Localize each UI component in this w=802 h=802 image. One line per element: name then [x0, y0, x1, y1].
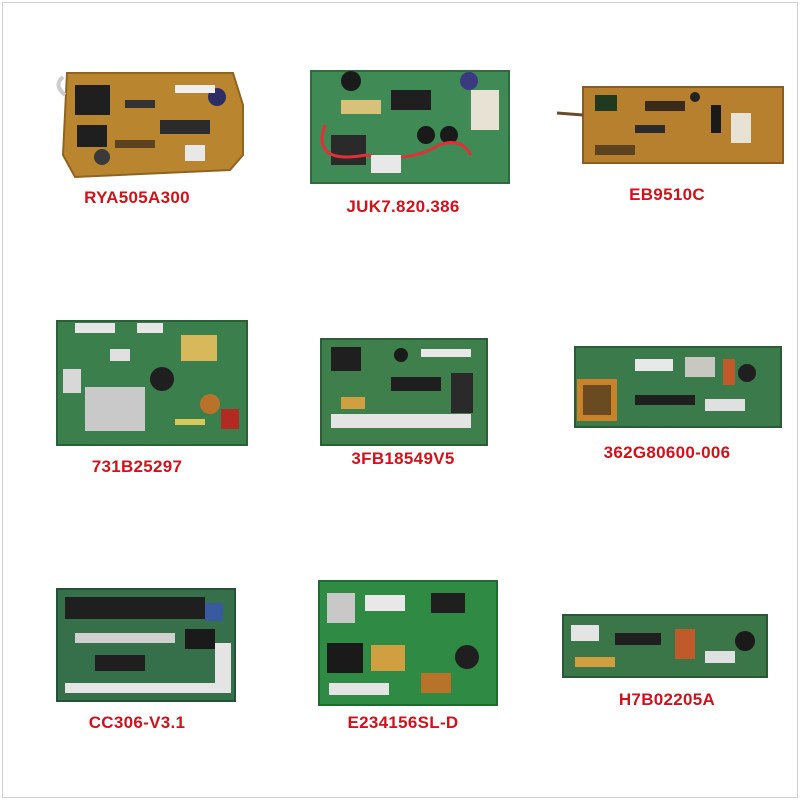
product-card-2[interactable]: JUK7.820.386: [271, 5, 535, 269]
product-label[interactable]: H7B02205A: [618, 690, 716, 709]
product-label[interactable]: 362G80600-006: [603, 443, 731, 462]
product-label[interactable]: E234156SL-D: [347, 713, 459, 732]
circuit-board-image: [310, 70, 510, 184]
product-label[interactable]: CC306-V3.1: [88, 713, 186, 732]
product-card-6[interactable]: 362G80600-006: [535, 269, 799, 533]
product-card-3[interactable]: EB9510C: [535, 5, 799, 269]
circuit-board-image: [574, 346, 782, 428]
product-card-8[interactable]: E234156SL-D: [271, 533, 535, 797]
product-card-4[interactable]: 731B25297: [5, 269, 269, 533]
product-label[interactable]: EB9510C: [629, 185, 705, 204]
circuit-board-image: [318, 580, 498, 706]
circuit-board-image: [320, 338, 488, 446]
product-label[interactable]: RYA505A300: [84, 188, 190, 207]
circuit-board-image: [56, 588, 236, 702]
product-label[interactable]: 3FB18549V5: [351, 449, 455, 468]
circuit-board-image: [562, 614, 768, 678]
circuit-board-image: [56, 320, 248, 446]
product-card-5[interactable]: 3FB18549V5: [271, 269, 535, 533]
product-card-7[interactable]: CC306-V3.1: [5, 533, 269, 797]
circuit-board-image: [556, 86, 784, 164]
product-card-1[interactable]: RYA505A300: [5, 5, 269, 269]
product-label[interactable]: 731B25297: [91, 457, 183, 476]
product-card-9[interactable]: H7B02205A: [535, 533, 799, 797]
circuit-board-image: [56, 72, 244, 179]
product-label[interactable]: JUK7.820.386: [346, 197, 460, 216]
